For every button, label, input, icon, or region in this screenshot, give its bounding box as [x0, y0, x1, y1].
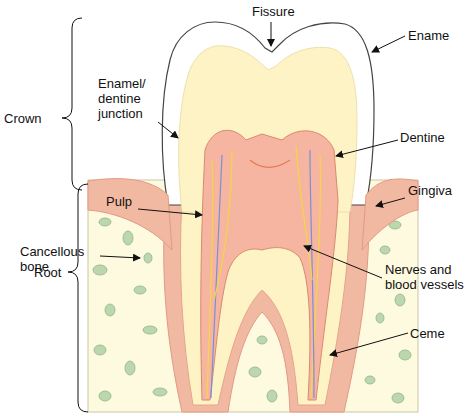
nerves-vessels [207, 146, 321, 398]
region-label: Crown [4, 111, 60, 126]
part-label: Fissure [252, 4, 312, 19]
part-label: Ceme [410, 326, 470, 341]
part-label: Ename [408, 28, 468, 43]
leader-lines [100, 22, 408, 355]
part-label: Dentine [400, 130, 470, 145]
crown-bracket [62, 18, 82, 190]
part-label: Enamel/ dentine junction [98, 76, 168, 121]
gingiva-left [88, 179, 172, 250]
pulp [201, 130, 338, 400]
root-bracket [68, 184, 88, 412]
region-label: Root [34, 265, 74, 280]
part-label: Nerves and blood vessels [385, 262, 473, 292]
part-label: Pulp [106, 194, 146, 209]
part-label: Gingiva [408, 183, 470, 198]
